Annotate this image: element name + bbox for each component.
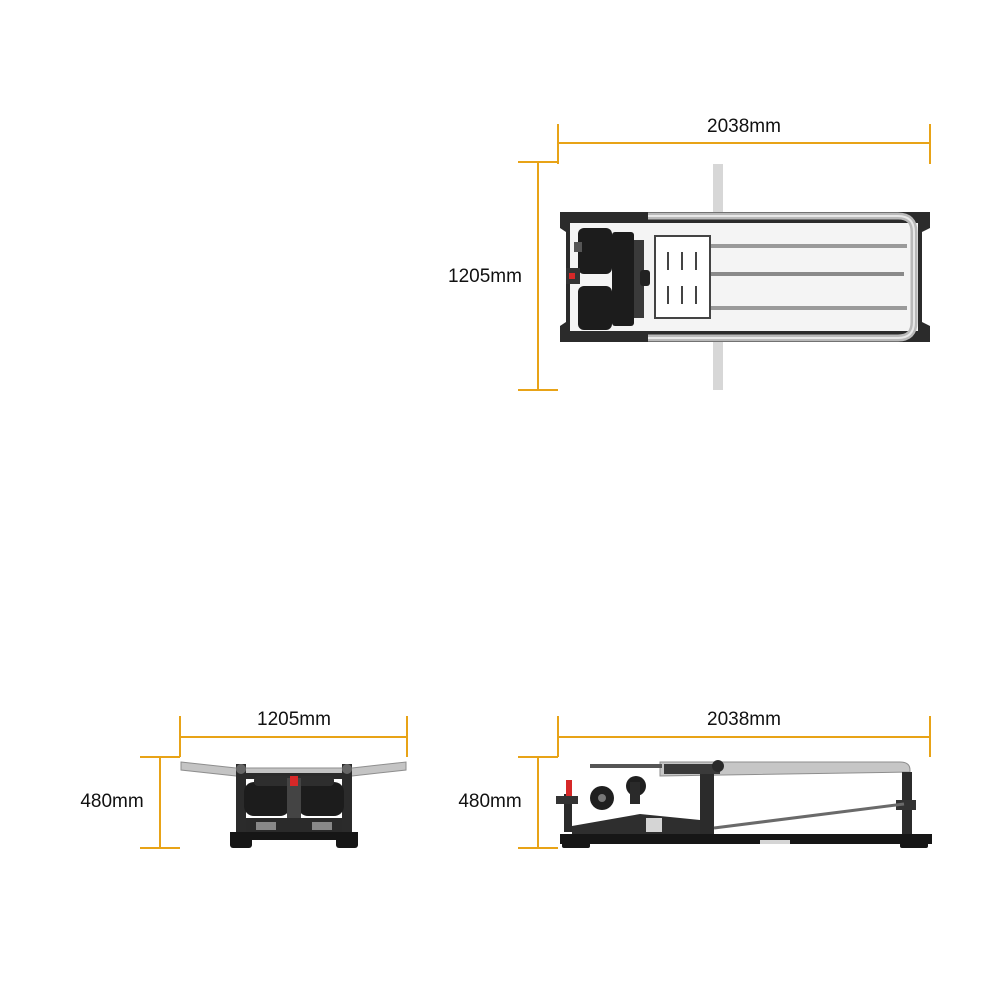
front-height-label: 480mm	[80, 791, 143, 812]
machine-side-view	[556, 760, 932, 848]
machine-top-view	[560, 164, 930, 390]
top-depth-dimension: 1205mm	[448, 161, 558, 391]
front-width-dimension: 1205mm	[179, 709, 408, 757]
top-depth-label: 1205mm	[448, 266, 522, 287]
front-width-label: 1205mm	[257, 709, 331, 730]
side-view: 2038mm 480mm	[458, 709, 932, 849]
side-height-label: 480mm	[458, 791, 521, 812]
front-view: 1205mm 480mm	[80, 709, 408, 849]
side-height-dimension: 480mm	[458, 756, 558, 849]
side-width-label: 2038mm	[707, 709, 781, 730]
top-width-dimension: 2038mm	[557, 116, 931, 164]
front-height-dimension: 480mm	[80, 756, 180, 849]
machine-front-view	[180, 761, 407, 848]
top-width-label: 2038mm	[707, 116, 781, 137]
top-view: 2038mm 1205mm	[448, 116, 931, 391]
side-width-dimension: 2038mm	[557, 709, 931, 757]
